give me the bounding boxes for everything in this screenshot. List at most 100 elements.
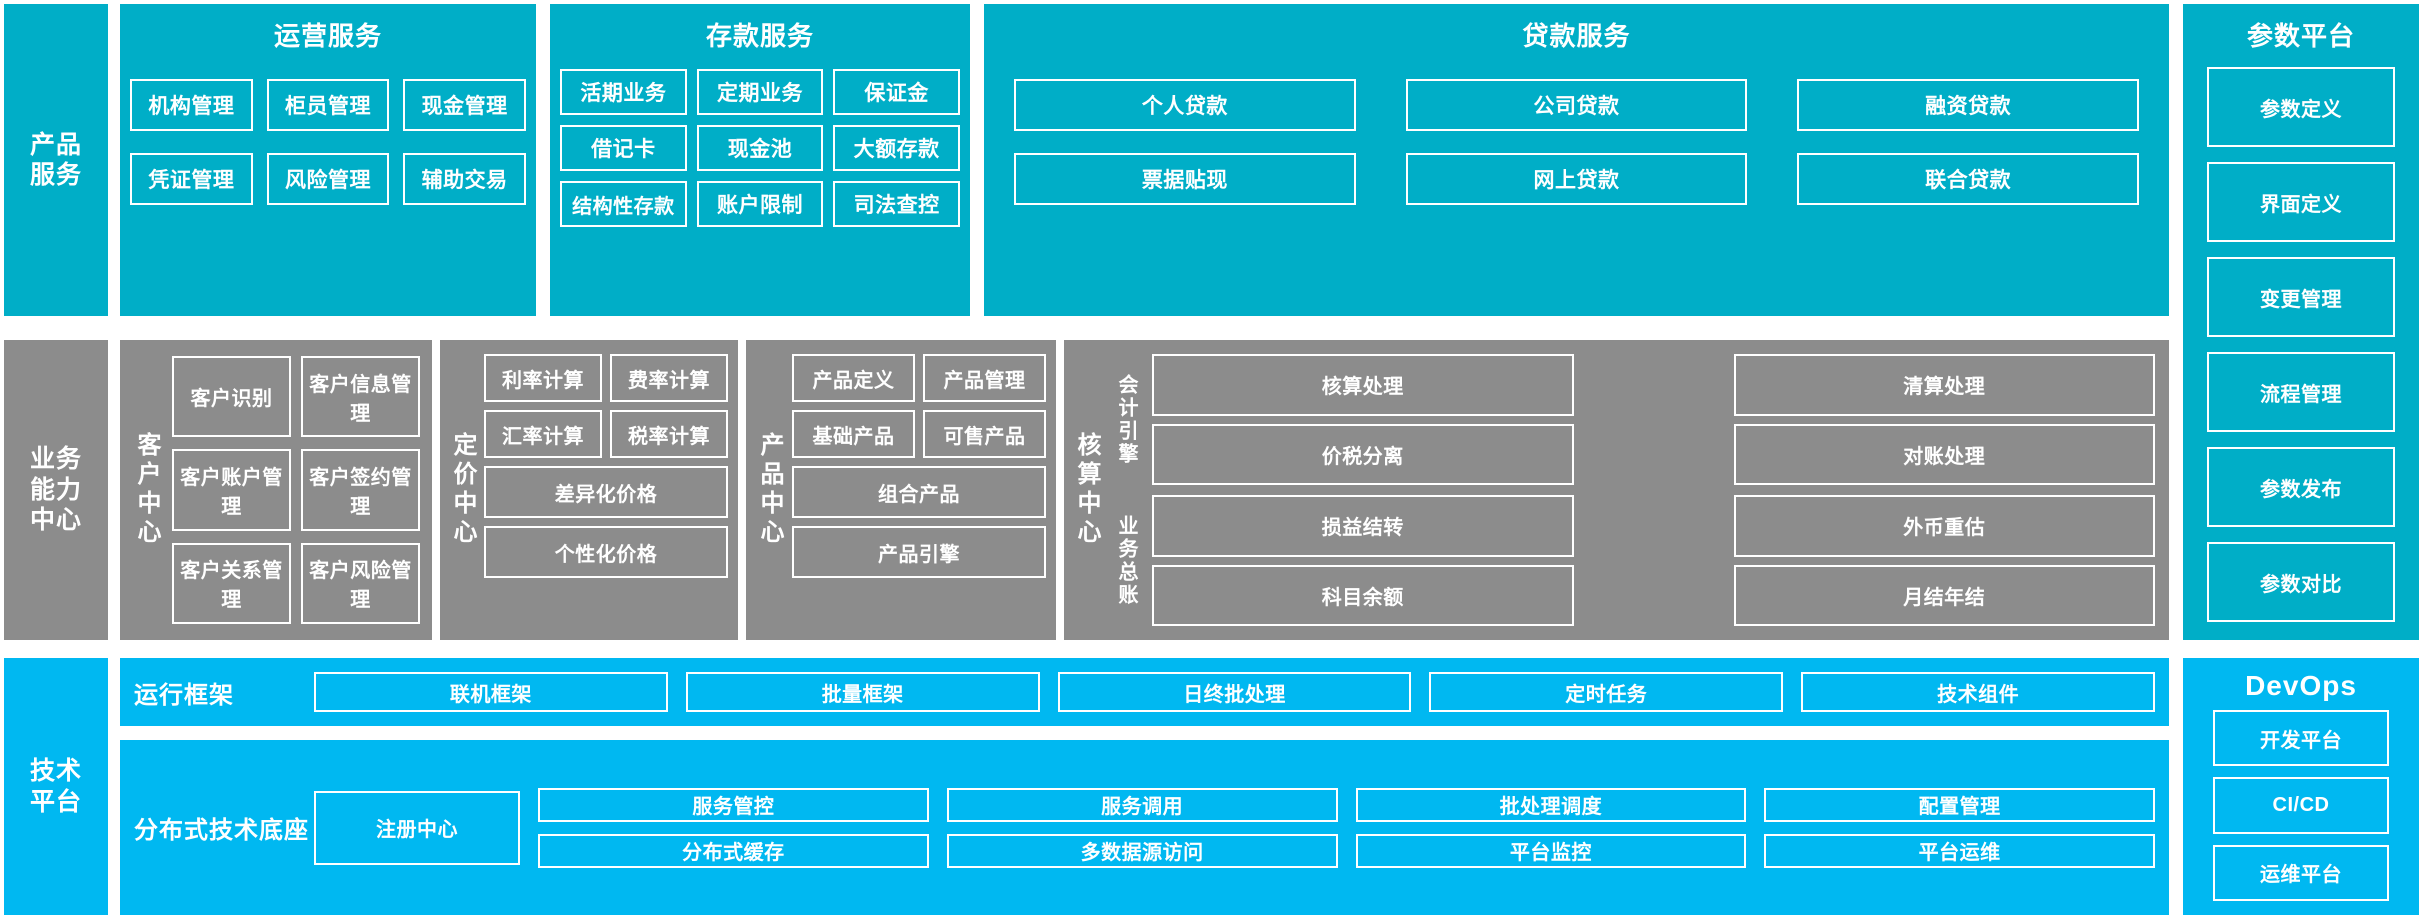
capability-item-qingsuan-chuli[interactable]: 清算处理 (1733, 354, 2155, 416)
layer-label-line: 业务 (29, 445, 82, 474)
tech-row-runtime-framework: 运行框架 联机框架 批量框架 日终批处理 定时任务 技术组件 (120, 658, 2169, 726)
tech-item-pingtai-jiankong[interactable]: 平台监控 (1355, 833, 1747, 868)
group-operation-services: 运营服务 机构管理 柜员管理 现金管理 凭证管理 风险管理 辅助交易 (120, 4, 536, 316)
capability-item-jichu-chanpin[interactable]: 基础产品 (792, 410, 915, 458)
parameter-item-canshu-fabu[interactable]: 参数发布 (2207, 447, 2395, 527)
capability-item-huilv-jisuan[interactable]: 汇率计算 (484, 410, 602, 458)
capability-item-chanpin-dingyi[interactable]: 产品定义 (792, 354, 915, 402)
service-item-guiyuan-guanli[interactable]: 柜员管理 (266, 79, 390, 131)
capability-item-feilv-jisuan[interactable]: 费率计算 (610, 354, 728, 402)
column-title-devops: DevOps (2245, 670, 2357, 701)
tech-item-fenbushi-huancun[interactable]: 分布式缓存 (538, 833, 929, 868)
capability-item-lilv-jisuan[interactable]: 利率计算 (484, 354, 602, 402)
layer-label-technology-platform: 技术 平台 (4, 658, 108, 915)
capability-item-kehu-guanxi-guanli[interactable]: 客户关系管理 (172, 542, 291, 624)
service-item-dingqi-yewu[interactable]: 定期业务 (696, 69, 824, 115)
capability-item-chayihua-jiage[interactable]: 差异化价格 (484, 466, 728, 518)
tech-item-duoshujuyuan-fangwen[interactable]: 多数据源访问 (946, 833, 1338, 868)
center-pricing: 定价中心 利率计算 费率计算 汇率计算 税率计算 差异化价格 个性化价格 (440, 340, 738, 640)
layer-label-line: 中心 (29, 506, 82, 535)
capability-item-shuilv-jisuan[interactable]: 税率计算 (610, 410, 728, 458)
capability-item-yuejie-nianjie[interactable]: 月结年结 (1733, 564, 2155, 626)
service-item-gongsi-daikuan[interactable]: 公司贷款 (1405, 79, 1748, 131)
layer-label-line: 技术 (29, 757, 82, 785)
group-title-operation-services: 运营服务 (273, 21, 382, 51)
service-item-fengxian-guanli[interactable]: 风险管理 (266, 153, 390, 205)
tech-item-peizhi-guanli[interactable]: 配置管理 (1764, 787, 2155, 822)
layer-label-line: 产品 (29, 130, 82, 159)
service-item-jijika[interactable]: 借记卡 (560, 125, 687, 171)
parameter-item-canshu-dingyi[interactable]: 参数定义 (2207, 67, 2395, 147)
devops-item-yunwei-pingtai[interactable]: 运维平台 (2213, 844, 2389, 901)
service-item-piaoju-tiexian[interactable]: 票据贴现 (1014, 153, 1356, 205)
tech-item-fuwu-diaoyong[interactable]: 服务调用 (946, 787, 1338, 822)
tech-row-distributed-foundation: 分布式技术底座 注册中心 服务管控 服务调用 批处理调度 配置管理 分布式缓存 … (120, 740, 2169, 915)
devops-item-kaifa-pingtai[interactable]: 开发平台 (2213, 710, 2389, 767)
parameter-item-canshu-duibi[interactable]: 参数对比 (2207, 542, 2395, 622)
service-item-sifa-chakong[interactable]: 司法查控 (833, 181, 960, 227)
tech-item-fuwu-guankong[interactable]: 服务管控 (538, 787, 929, 822)
service-item-pingzheng-guanli[interactable]: 凭证管理 (130, 153, 253, 205)
group-title-loan-services: 贷款服务 (1522, 21, 1631, 51)
parameter-item-biangeng-guanli[interactable]: 变更管理 (2207, 257, 2395, 337)
center-label-accounting: 核算中心 (1073, 432, 1100, 548)
capability-item-gexinghua-jiage[interactable]: 个性化价格 (484, 526, 728, 578)
tech-row-label-distributed-foundation: 分布式技术底座 (134, 817, 309, 844)
tech-item-pichuli-diaodu[interactable]: 批处理调度 (1355, 787, 1747, 822)
capability-item-kehu-xinxi-guanli[interactable]: 客户信息管理 (301, 356, 420, 438)
capability-item-duizhang-chuli[interactable]: 对账处理 (1733, 423, 2155, 485)
tech-item-zhuce-zhongxin[interactable]: 注册中心 (314, 790, 520, 865)
service-item-geren-daikuan[interactable]: 个人贷款 (1014, 79, 1356, 131)
tech-item-rizhong-pichuli[interactable]: 日终批处理 (1057, 672, 1412, 712)
service-item-zhanghu-xianzhi[interactable]: 账户限制 (696, 181, 824, 227)
capability-item-keshou-chanpin[interactable]: 可售产品 (923, 410, 1046, 458)
service-item-rongzi-daikuan[interactable]: 融资贷款 (1797, 79, 2139, 131)
sub-label-business-ledger: 业务总账 (1115, 514, 1137, 607)
layer-label-line: 能力 (29, 475, 82, 504)
capability-item-kemu-yue[interactable]: 科目余额 (1152, 564, 1574, 626)
capability-item-waibi-chonggu[interactable]: 外币重估 (1733, 495, 2155, 557)
service-item-jiegouxing-cunkuan[interactable]: 结构性存款 (560, 181, 687, 227)
column-devops: DevOps 开发平台 CI/CD 运维平台 (2183, 658, 2419, 915)
service-item-baozhengjin[interactable]: 保证金 (833, 69, 960, 115)
devops-item-cicd[interactable]: CI/CD (2213, 777, 2389, 834)
center-accounting: 核算中心 会计引擎 核算处理 清算处理 价税分离 对账处理 业务总账 损益结转 … (1064, 340, 2169, 640)
group-title-deposit-services: 存款服务 (705, 21, 814, 51)
capability-item-hesuan-chuli[interactable]: 核算处理 (1152, 354, 1574, 416)
tech-item-pingtai-yunwei[interactable]: 平台运维 (1764, 833, 2155, 868)
center-customer: 客户中心 客户识别 客户信息管理 客户账户管理 客户签约管理 客户关系管理 客户… (120, 340, 432, 640)
center-label-customer: 客户中心 (133, 432, 160, 548)
parameter-item-liucheng-guanli[interactable]: 流程管理 (2207, 352, 2395, 432)
service-item-jigou-guanli[interactable]: 机构管理 (130, 79, 253, 131)
column-parameter-platform: 参数平台 参数定义 界面定义 变更管理 流程管理 参数发布 参数对比 (2183, 4, 2419, 640)
layer-label-line: 服务 (29, 161, 82, 189)
tech-item-jishu-zujian[interactable]: 技术组件 (1801, 672, 2155, 712)
tech-item-dingshi-renwu[interactable]: 定时任务 (1429, 672, 1784, 712)
service-item-daecunkuan[interactable]: 大额存款 (833, 125, 960, 171)
capability-item-kehu-fengxian-guanli[interactable]: 客户风险管理 (301, 542, 420, 624)
parameter-item-jiemian-dingyi[interactable]: 界面定义 (2207, 162, 2395, 242)
service-item-wangshang-daikuan[interactable]: 网上贷款 (1405, 153, 1748, 205)
service-item-lianhe-daikuan[interactable]: 联合贷款 (1797, 153, 2139, 205)
capability-item-jiashui-fenli[interactable]: 价税分离 (1152, 423, 1574, 485)
service-item-fuzhu-jiaoyi[interactable]: 辅助交易 (403, 153, 526, 205)
center-product: 产品中心 产品定义 产品管理 基础产品 可售产品 组合产品 产品引擎 (746, 340, 1056, 640)
group-loan-services: 贷款服务 个人贷款 公司贷款 融资贷款 票据贴现 网上贷款 联合贷款 (984, 4, 2169, 316)
capability-item-kehu-qianyue-guanli[interactable]: 客户签约管理 (301, 449, 420, 531)
center-label-product: 产品中心 (756, 432, 783, 548)
capability-item-chanpin-yinqing[interactable]: 产品引擎 (792, 526, 1046, 578)
tech-item-piliang-kuangjia[interactable]: 批量框架 (685, 672, 1040, 712)
layer-label-line: 平台 (29, 787, 82, 816)
tech-item-lianji-kuangjia[interactable]: 联机框架 (314, 672, 668, 712)
tech-row-label-runtime-framework: 运行框架 (134, 681, 234, 709)
service-item-xianjin-guanli[interactable]: 现金管理 (403, 79, 526, 131)
layer-label-product-services: 产品 服务 (4, 4, 108, 316)
capability-item-chanpin-guanli[interactable]: 产品管理 (923, 354, 1046, 402)
service-item-xianjinchi[interactable]: 现金池 (696, 125, 824, 171)
sub-label-accounting-engine: 会计引擎 (1115, 373, 1137, 466)
capability-item-zuhe-chanpin[interactable]: 组合产品 (792, 466, 1046, 518)
service-item-huoqi-yewu[interactable]: 活期业务 (560, 69, 687, 115)
capability-item-sunyi-jiezhuan[interactable]: 损益结转 (1152, 495, 1574, 557)
capability-item-kehu-zhanghu-guanli[interactable]: 客户账户管理 (172, 449, 291, 531)
capability-item-kehu-shibie[interactable]: 客户识别 (172, 356, 291, 438)
